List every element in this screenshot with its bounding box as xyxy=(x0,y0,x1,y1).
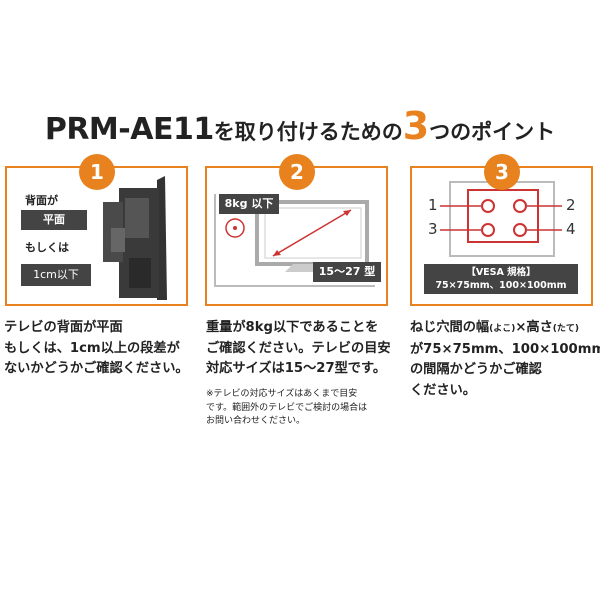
title-middle: を取り付けるための xyxy=(213,120,403,144)
hole-label-4: 4 xyxy=(566,220,576,238)
text-3-line3: の間隔かどうかご確認 xyxy=(410,362,542,377)
title-end: つのポイント xyxy=(429,120,556,144)
title-model: PRM-AE11 xyxy=(44,112,214,147)
title-number: 3 xyxy=(402,104,430,148)
text-3-tate: (たて) xyxy=(552,324,580,334)
point-1-text: テレビの背面が平面 もしくは、1cm以上の段差が ないかどうかご確認ください。 xyxy=(4,320,189,376)
page-title: PRM-AE11を取り付けるための3つのポイント xyxy=(0,104,600,148)
tv-front-illustration xyxy=(214,194,375,287)
text-3-yoko: (よこ) xyxy=(489,324,516,334)
text-3-line1c: ×高さ xyxy=(515,320,553,335)
vesa-label-box: 【VESA 規格】 75×75mm、100×100mm xyxy=(424,264,578,294)
point-card-3: 3 1 2 3 4 【VESA 規格】 75×75mm、100×100mm xyxy=(410,154,593,306)
label-size: 15～27 型 xyxy=(313,262,381,282)
point-card-1: 1 背面が 平面 もしくは 1cm以下 xyxy=(5,154,188,306)
hole-label-1: 1 xyxy=(428,196,438,214)
vesa-title: 【VESA 規格】 xyxy=(466,267,536,278)
vesa-sizes: 75×75mm、100×100mm xyxy=(435,280,567,291)
point-number-badge: 1 xyxy=(79,154,115,190)
tv-side-illustration xyxy=(103,176,167,300)
label-flat: 平面 xyxy=(21,210,87,230)
text-3-line1a: ねじ穴間の幅 xyxy=(410,320,490,335)
point-2-note: ※テレビの対応サイズはあくまで目安 です。範囲外のテレビでご検討の場合は お問い… xyxy=(206,389,368,426)
label-weight: 8kg 以下 xyxy=(219,194,279,214)
label-step: 1cm以下 xyxy=(21,264,91,286)
point-2-text: 重量が8kg以下であることを ご確認ください。テレビの目安 対応サイズは15～2… xyxy=(206,320,391,376)
point-3-text: ねじ穴間の幅(よこ)×高さ(たて) が75×75mm、100×100mm の間隔… xyxy=(410,318,600,401)
hole-label-3: 3 xyxy=(428,220,438,238)
hole-label-2: 2 xyxy=(566,196,576,214)
point-number-badge: 3 xyxy=(484,154,520,190)
text-3-line4: ください。 xyxy=(410,382,476,398)
label-back: 背面が xyxy=(25,194,58,207)
text-3-line2: が75×75mm、100×100mm xyxy=(410,341,600,357)
point-card-2: 2 8kg 以下 15～27 型 xyxy=(205,154,388,306)
label-or: もしくは xyxy=(25,241,69,254)
point-number-badge: 2 xyxy=(279,154,315,190)
